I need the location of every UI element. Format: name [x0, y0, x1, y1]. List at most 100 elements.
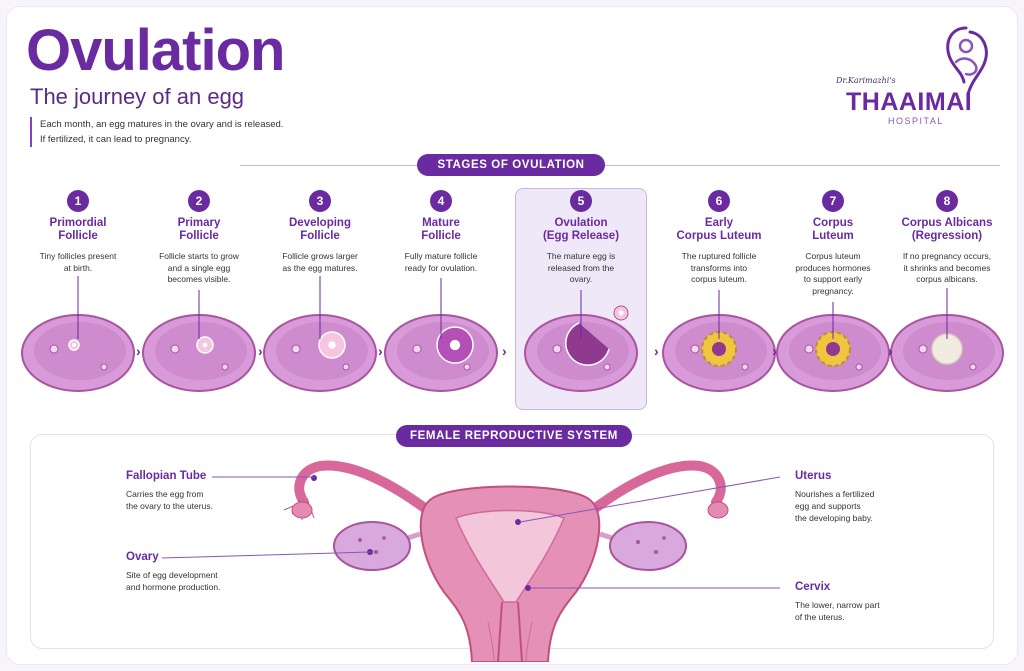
- stage-desc-line: Follicle starts to grow: [159, 251, 239, 261]
- stage-desc-line: as the egg matures.: [282, 262, 358, 273]
- stage-desc-line: pregnancy.: [812, 285, 854, 296]
- stage-name-line: Ovulation: [554, 217, 608, 229]
- cervix-desc: The lower, narrow part of the uterus.: [795, 599, 935, 623]
- stage-name: Ovulation(Egg Release): [522, 217, 640, 245]
- stage-desc-line: corpus albicans.: [916, 274, 978, 284]
- small-follicle: [552, 344, 562, 354]
- stage-name-line: Follicle: [58, 230, 98, 242]
- chevron-right-icon: ›: [136, 343, 141, 359]
- hospital-logo: Dr.Karimazhi's THAAIMAI HOSPITAL: [836, 22, 1006, 132]
- mother-child-icon: [946, 26, 988, 96]
- small-follicle: [100, 363, 108, 371]
- stage-name-line: Follicle: [300, 230, 340, 242]
- stage-name-line: Follicle: [421, 230, 461, 242]
- stage-number-badge: 4: [430, 190, 452, 212]
- intro-line: If fertilized, it can lead to pregnancy.: [40, 134, 192, 145]
- small-follicle: [969, 363, 977, 371]
- stage-desc-line: The ruptured follicle: [681, 251, 757, 261]
- stage-desc-line: Follicle grows larger: [282, 251, 358, 261]
- stage-desc-line: and a single egg: [167, 262, 231, 273]
- chevron-right-icon: ›: [258, 343, 263, 359]
- small-follicle: [741, 363, 749, 371]
- small-follicle: [804, 344, 814, 354]
- stage-number-badge: 6: [708, 190, 730, 212]
- stage-desc-line: If no pregnancy occurs,: [902, 251, 992, 261]
- small-follicle: [690, 344, 700, 354]
- egg: [202, 342, 208, 348]
- small-follicle: [49, 344, 59, 354]
- stage-desc-line: Corpus luteum: [805, 251, 861, 261]
- desc-line: Site of egg development: [126, 570, 218, 580]
- stage-desc-line: transforms into: [690, 262, 748, 273]
- stage-name: Corpus Albicans(Regression): [888, 217, 1006, 245]
- uterus-desc: Nourishes a fertilized egg and supports …: [795, 488, 935, 524]
- desc-line: the ovary to the uterus.: [126, 501, 213, 511]
- stage-number-badge: 8: [936, 190, 958, 212]
- small-follicle: [855, 363, 863, 371]
- cervix-title: Cervix: [795, 581, 831, 593]
- ovary-stages-illustration: [21, 276, 1004, 392]
- stage-name-line: (Regression): [911, 230, 983, 242]
- small-follicle: [412, 344, 422, 354]
- stage-name-line: Corpus Luteum: [676, 230, 762, 242]
- egg: [72, 343, 76, 347]
- stage-desc-line: corpus luteum.: [691, 274, 747, 284]
- fallopian-title: Fallopian Tube: [126, 470, 207, 482]
- desc-line: Nourishes a fertilized: [795, 489, 875, 499]
- logo-subbrand: HOSPITAL: [888, 116, 944, 126]
- small-follicle: [342, 363, 350, 371]
- repro-section-title: FEMALE REPRODUCTIVE SYSTEM: [396, 425, 632, 447]
- stage-desc-line: becomes visible.: [167, 274, 231, 284]
- stage-name-line: Corpus: [812, 217, 854, 229]
- small-follicle: [603, 363, 611, 371]
- stages-section-title: STAGES OF OVULATION: [417, 154, 605, 176]
- page-subtitle: The journey of an egg: [30, 84, 245, 109]
- stage-name-line: (Egg Release): [542, 230, 620, 242]
- fallopian-desc: Carries the egg from the ovary to the ut…: [126, 488, 266, 512]
- desc-line: and hormone production.: [126, 582, 221, 592]
- section-divider: [240, 165, 1000, 166]
- stage-name-line: Mature: [422, 217, 460, 229]
- chevron-right-icon: ›: [502, 343, 507, 359]
- stage-number-badge: 3: [309, 190, 331, 212]
- chevron-right-icon: ›: [772, 343, 777, 359]
- stage-name-line: Luteum: [812, 230, 854, 242]
- intro-line: Each month, an egg matures in the ovary …: [40, 119, 284, 130]
- stage-desc-line: produces hormones: [795, 262, 871, 273]
- stage-desc-line: ready for ovulation.: [404, 262, 478, 273]
- chevron-right-icon: ›: [654, 343, 659, 359]
- stage-name-line: Developing: [289, 217, 351, 229]
- stage-number-badge: 5: [570, 190, 592, 212]
- desc-line: the developing baby.: [795, 513, 873, 523]
- ruptured-follicle: [565, 322, 610, 366]
- chevron-right-icon: ›: [378, 343, 383, 359]
- small-follicle: [918, 344, 928, 354]
- released-egg-nucleus: [618, 310, 624, 316]
- egg: [328, 341, 336, 349]
- logo-signature: Dr.Karimazhi's: [836, 76, 896, 85]
- egg: [449, 339, 461, 351]
- small-follicle: [291, 344, 301, 354]
- stage-description: If no pregnancy occurs,it shrinks and be…: [888, 251, 1006, 286]
- stage-desc-line: Fully mature follicle: [404, 251, 478, 261]
- corpus-luteum-center: [712, 342, 726, 356]
- page-title: Ovulation: [26, 18, 285, 83]
- stage-number-badge: 2: [188, 190, 210, 212]
- logo-brand: THAAIMAI: [846, 88, 973, 116]
- stage-name-line: Primary: [177, 217, 221, 229]
